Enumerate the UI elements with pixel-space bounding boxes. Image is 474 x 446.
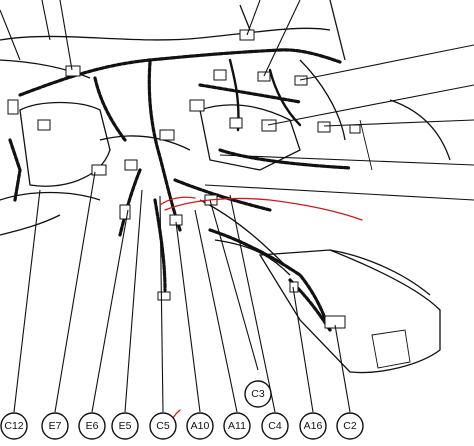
callout-c5: C5	[149, 412, 177, 440]
callout-a16: A16	[299, 412, 327, 440]
callout-e5: E5	[111, 412, 139, 440]
callout-label-a16: A16	[304, 420, 323, 432]
callout-label-c4: C4	[268, 420, 282, 432]
leader-lines	[0, 0, 474, 413]
callout-label-c3: C3	[251, 388, 265, 400]
callout-label-c2: C2	[343, 420, 357, 432]
callout-e6: E6	[78, 412, 106, 440]
dashboard-outline	[0, 0, 451, 374]
callout-row: C12 E7 E6 E5 C5 A10 A11 C4	[0, 412, 364, 440]
callout-label-e5: E5	[119, 420, 132, 432]
callout-label-c12: C12	[4, 420, 23, 432]
callout-e7: E7	[41, 412, 69, 440]
callout-label-a11: A11	[228, 420, 246, 432]
callout-c3: C3	[244, 380, 272, 408]
callout-a11: A11	[223, 412, 251, 440]
callout-c2: C2	[336, 412, 364, 440]
callout-a10: A10	[186, 412, 214, 440]
callout-label-e6: E6	[86, 420, 99, 432]
callout-c4: C4	[261, 412, 289, 440]
callout-c12: C12	[0, 412, 28, 440]
callout-label-a10: A10	[191, 420, 210, 432]
callout-label-c5: C5	[156, 420, 170, 432]
callout-label-e7: E7	[49, 420, 62, 432]
